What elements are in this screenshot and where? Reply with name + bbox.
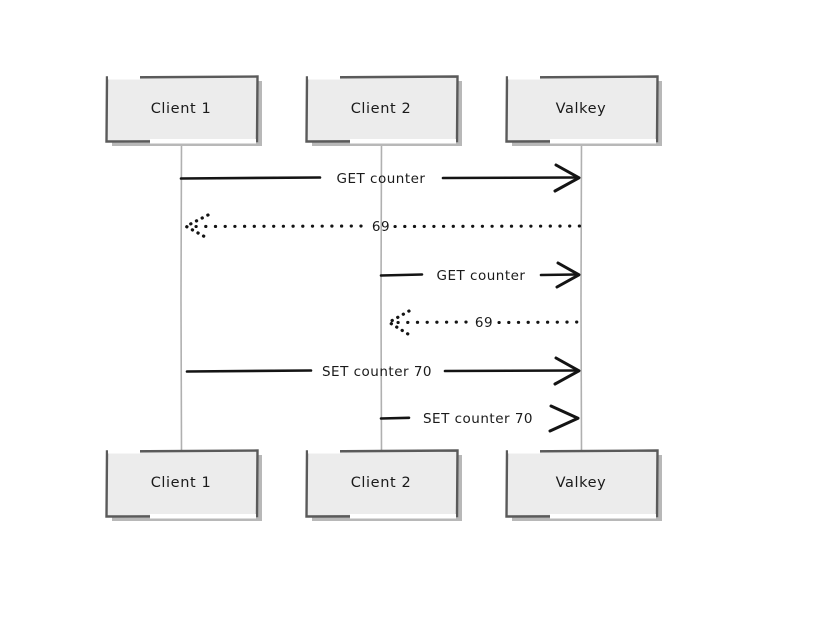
actor-outline	[105, 449, 259, 518]
actor-box-valkey-bottom[interactable]: Valkey	[505, 449, 663, 521]
message-label: SET counter 70	[423, 411, 533, 427]
actor-box-client2-top[interactable]: Client 2	[305, 75, 463, 146]
actor-nick-bottom	[150, 139, 256, 144]
arrowhead-right-icon	[555, 261, 581, 289]
message-label: SET counter 70	[322, 364, 432, 380]
message-line-right	[443, 369, 578, 373]
actor-nick-bottom	[350, 139, 456, 144]
lifeline-client2	[380, 140, 383, 453]
message-get-counter-client1[interactable]: GET counter	[179, 163, 581, 193]
actor-label-client2-bottom: Client 2	[351, 475, 412, 491]
lifelines-layer	[180, 140, 583, 453]
message-set-counter-client1[interactable]: SET counter 70	[185, 356, 581, 386]
actor-outline	[305, 449, 459, 518]
message-set-counter-client2[interactable]: SET counter 70	[379, 404, 580, 433]
message-reply-69-client2[interactable]: 69	[385, 309, 585, 336]
message-reply-69-client1[interactable]: 69	[182, 213, 585, 240]
message-line	[185, 369, 313, 373]
actor-box-valkey-top[interactable]: Valkey	[505, 75, 663, 146]
actor-label-client2-top: Client 2	[351, 101, 412, 117]
message-line	[194, 224, 368, 229]
actor-nick-bottom	[350, 514, 456, 519]
actor-label-valkey-bottom: Valkey	[556, 475, 607, 491]
message-line-right	[497, 320, 585, 325]
actor-nick	[308, 449, 340, 454]
actor-nick	[108, 449, 140, 454]
lifeline-valkey	[580, 140, 583, 453]
message-label: GET counter	[337, 171, 426, 187]
actor-nick	[108, 75, 140, 80]
actor-box-client1-bottom[interactable]: Client 1	[105, 449, 263, 521]
actor-outline	[105, 75, 259, 143]
message-line-right	[539, 273, 578, 277]
arrowhead-left-icon	[182, 213, 210, 240]
message-get-counter-client2[interactable]: GET counter	[379, 261, 581, 289]
arrowhead-right-icon	[553, 356, 581, 386]
actor-label-client1-top: Client 1	[151, 101, 212, 117]
lifeline-client1	[180, 140, 183, 453]
message-line	[379, 416, 411, 420]
actor-nick-bottom	[150, 514, 256, 519]
actor-box-client1-top[interactable]: Client 1	[105, 75, 263, 146]
actor-nick	[508, 449, 540, 454]
actor-label-valkey-top: Valkey	[556, 101, 607, 117]
message-line	[179, 176, 322, 180]
message-label: 69	[372, 219, 390, 235]
arrowhead-left-icon	[385, 309, 411, 336]
message-label: 69	[475, 315, 493, 331]
message-label: GET counter	[437, 268, 526, 284]
actor-nick	[308, 75, 340, 80]
actor-nick-bottom	[550, 514, 656, 519]
message-line	[379, 273, 424, 277]
message-line-right	[441, 176, 578, 180]
actor-label-client1-bottom: Client 1	[151, 475, 212, 491]
message-line	[396, 320, 470, 325]
actor-outline	[505, 75, 659, 143]
arrowhead-right-icon	[548, 404, 580, 433]
actor-nick	[508, 75, 540, 80]
actor-outline	[505, 449, 659, 518]
arrowhead-right-icon	[553, 163, 581, 193]
message-line-right	[393, 224, 585, 229]
actor-outline	[305, 75, 459, 143]
actor-nick-bottom	[550, 139, 656, 144]
actor-box-client2-bottom[interactable]: Client 2	[305, 449, 463, 521]
